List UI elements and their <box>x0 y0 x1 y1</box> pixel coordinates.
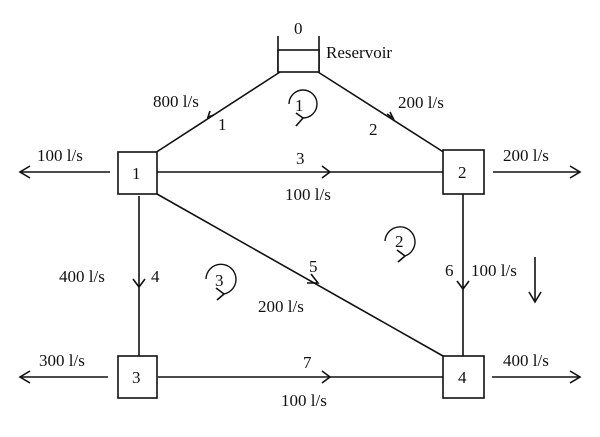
loop-1-arrowhead <box>295 112 305 127</box>
pipe-2-flow: 200 l/s <box>398 93 444 112</box>
pipe-1-id: 1 <box>218 115 227 134</box>
pipe-7-flow-arrow <box>321 370 332 384</box>
demand-node-4-flow: 400 l/s <box>503 351 549 370</box>
reservoir-id: 0 <box>294 19 303 38</box>
demand-arrow-head-node-4 <box>569 370 582 384</box>
pipe-1-flow-arrow <box>206 110 215 119</box>
loop-3-arrowhead <box>215 287 226 301</box>
loop-2-circulation-icon <box>384 226 416 257</box>
pipe-6-direction-indicator-head <box>528 291 542 304</box>
demand-node-1-flow: 100 l/s <box>37 146 83 165</box>
pipe-4-id: 4 <box>151 267 160 286</box>
loop-3-circulation-icon <box>205 263 237 295</box>
pipe-5-flow: 200 l/s <box>258 297 304 316</box>
demand-node-2-flow: 200 l/s <box>503 146 549 165</box>
node-2-label: 2 <box>458 163 467 182</box>
pipe-5-flow-arrow <box>307 273 320 284</box>
loop-1-circulation-icon <box>288 89 318 119</box>
node-3-label: 3 <box>132 368 141 387</box>
node-4-label: 4 <box>458 368 467 387</box>
demand-arrow-head-node-1 <box>18 165 31 179</box>
demand-arrow-head-node-3 <box>18 370 31 384</box>
node-2-box <box>442 149 485 195</box>
pipe-5-line <box>156 193 444 357</box>
pipe-2-id: 2 <box>369 120 378 139</box>
pipe-7-id: 7 <box>303 353 312 372</box>
loop-1-label: 1 <box>295 96 304 115</box>
node-1-label: 1 <box>132 164 141 183</box>
node-4-box <box>442 355 485 399</box>
pipe-4-flow-arrow <box>132 278 146 289</box>
demand-node-3-flow: 300 l/s <box>39 351 85 370</box>
pipe-6-flow-arrow <box>456 280 470 291</box>
pipe-1-flow: 800 l/s <box>153 92 199 111</box>
pipe-4-flow: 400 l/s <box>59 267 105 286</box>
loop-2-label: 2 <box>395 232 404 251</box>
pipe-6-id: 6 <box>445 261 454 280</box>
reservoir-label: Reservoir <box>326 43 392 62</box>
pipe-2-line <box>317 71 446 154</box>
demand-arrow-head-node-2 <box>569 165 582 179</box>
pipe-5-id: 5 <box>309 257 318 276</box>
pipe-1-line <box>154 71 281 154</box>
node-1-box <box>117 151 158 195</box>
pipe-7-flow: 100 l/s <box>281 391 327 410</box>
reservoir <box>277 36 320 73</box>
pipe-3-id: 3 <box>296 149 305 168</box>
loop-3-label: 3 <box>215 271 224 290</box>
pipe-6-flow: 100 l/s <box>471 261 517 280</box>
loop-2-arrowhead <box>396 249 407 263</box>
node-3-box <box>117 355 158 399</box>
pipe-2-flow-arrow <box>386 111 396 121</box>
pipe-3-flow-arrow <box>321 165 332 179</box>
pipe-3-flow: 100 l/s <box>285 185 331 204</box>
